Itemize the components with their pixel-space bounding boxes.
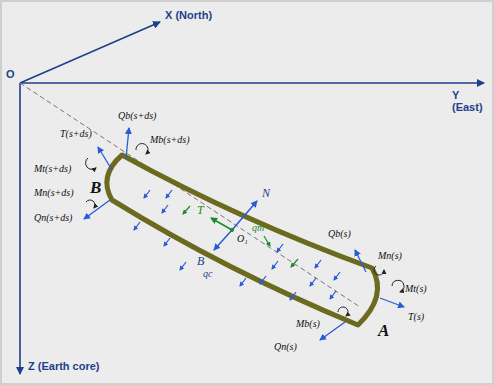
force-label: Qb(s+ds) [118, 110, 156, 122]
force-label: T(s) [408, 311, 424, 323]
end-moments-a [338, 266, 404, 316]
force-label: Qn(s+ds) [34, 212, 72, 224]
vector-label: B⃗ [197, 254, 214, 268]
moment-label: Mn(s+ds) [34, 187, 74, 199]
moment-label: Mn(s) [378, 250, 402, 262]
vector-label: T⃗ [197, 203, 213, 217]
load-label: qm [252, 222, 264, 234]
vector-label: N⃗ [262, 186, 279, 200]
drill-string-element [107, 155, 378, 325]
load-label: qc [203, 268, 212, 280]
force-label: Qb(s) [328, 228, 351, 240]
end-moments-b [86, 144, 148, 208]
force-label: T(s+ds) [60, 128, 92, 140]
point-label: O₁ [237, 233, 248, 245]
moment-label: Mt(s+ds) [34, 163, 71, 175]
point-label: A [378, 322, 389, 340]
origin-label: O [6, 68, 15, 80]
moment-label: Mb(s+ds) [150, 134, 190, 146]
center-line [20, 83, 360, 307]
point-label: B [90, 179, 101, 197]
axis-label: Z (Earth core) [28, 360, 100, 372]
axis-label: X (North) [165, 9, 212, 21]
moment-label: Mt(s) [405, 283, 427, 295]
y-axis [20, 82, 484, 84]
axis-label: Y (East) [452, 89, 490, 113]
distributed-load [134, 190, 340, 300]
x-axis [20, 22, 160, 83]
local-frame [211, 201, 257, 250]
end-forces-b [84, 128, 129, 219]
force-label: Qn(s) [274, 341, 297, 353]
z-axis [19, 83, 21, 374]
moment-label: Mb(s) [296, 318, 320, 330]
end-forces-a [320, 250, 404, 340]
